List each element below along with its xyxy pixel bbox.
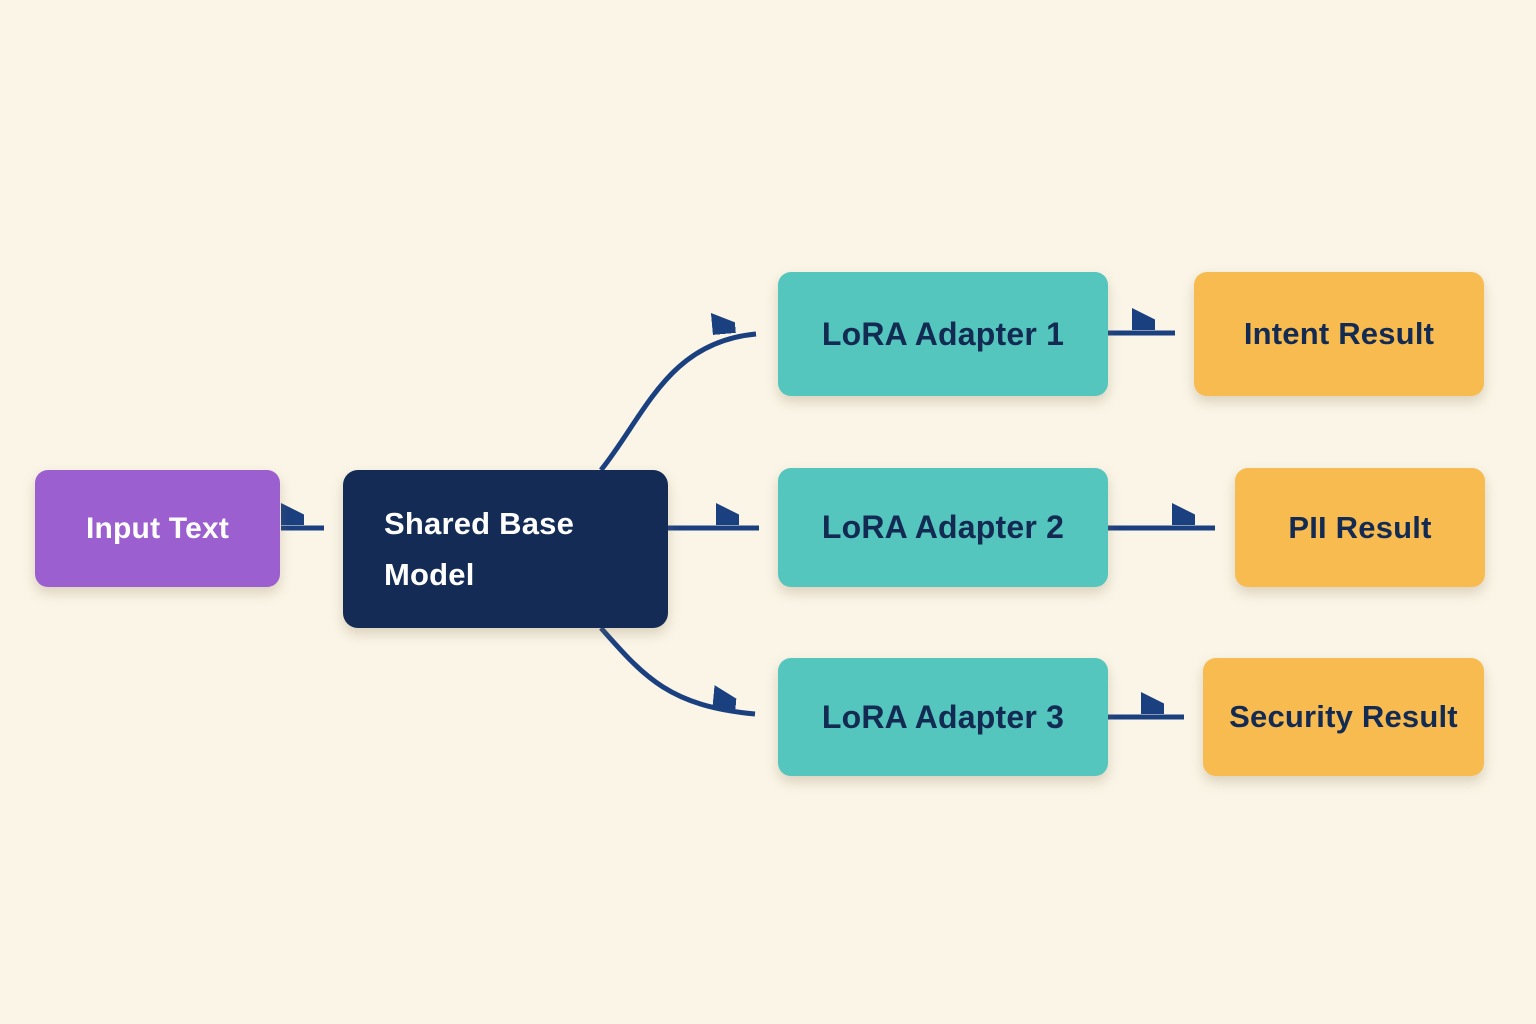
node-lora-adapter-2-label: LoRA Adapter 2	[821, 509, 1065, 545]
node-intent-result[interactable]: Intent Result	[1194, 272, 1484, 396]
node-lora-adapter-3[interactable]: LoRA Adapter 3	[778, 658, 1108, 776]
node-input-text-label: Input Text	[85, 511, 230, 545]
node-lora-adapter-2[interactable]: LoRA Adapter 2	[778, 468, 1108, 587]
node-intent-result-label: Intent Result	[1243, 316, 1435, 351]
node-lora-adapter-1[interactable]: LoRA Adapter 1	[778, 272, 1108, 396]
node-pii-result[interactable]: PII Result	[1235, 468, 1485, 587]
node-input-text[interactable]: Input Text	[35, 470, 280, 587]
node-pii-result-label: PII Result	[1288, 509, 1432, 545]
node-lora-adapter-3-label: LoRA Adapter 3	[821, 698, 1065, 735]
node-security-result[interactable]: Security Result	[1203, 658, 1484, 776]
node-security-result-label: Security Result	[1229, 699, 1458, 734]
node-lora-adapter-1-label: LoRA Adapter 1	[821, 315, 1065, 352]
node-shared-base-model[interactable]: Shared Base Model	[343, 470, 668, 628]
edge-base-to-adapter3	[599, 626, 756, 717]
edge-base-to-adapter1	[599, 334, 757, 472]
node-shared-base-model-label: Shared Base Model	[384, 505, 575, 592]
